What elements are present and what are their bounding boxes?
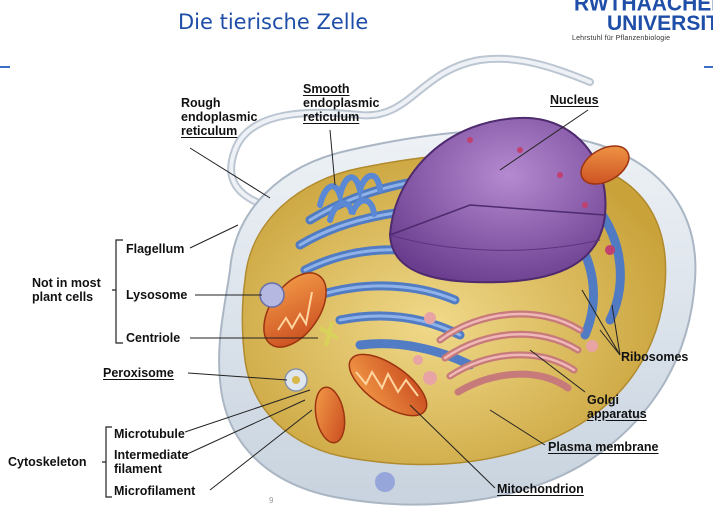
header-divider-right [704,66,713,68]
label-smooth-er: Smooth endoplasmic reticulum [303,82,380,124]
centriole-shape [319,321,339,347]
label-not-in-plant-cells: Not in most plant cells [32,276,101,304]
slide-title: Die tierische Zelle [178,10,369,34]
label-rough-er: Rough endoplasmic reticulum [181,96,258,138]
page-number: 9 [269,496,274,505]
smooth-er-shape [317,172,383,223]
label-centriole: Centriole [126,331,181,345]
label-plasma-membrane: Plasma membrane [548,440,659,454]
university-logo-line1: RWTHAACHEN [574,0,713,16]
label-microfilament: Microfilament [114,484,196,498]
label-golgi-apparatus: Golgi apparatus [587,393,647,421]
university-logo-line2: UNIVERSITY [607,12,713,35]
label-intermediate-filament: Intermediate filament [114,448,189,476]
label-microtubule: Microtubule [114,427,185,441]
label-flagellum: Flagellum [126,242,185,256]
label-ribosomes: Ribosomes [621,350,689,364]
header-divider-left [0,66,10,68]
label-mitochondrion: Mitochondrion [497,482,584,496]
label-cytoskeleton: Cytoskeleton [8,455,87,469]
cytoskeleton-bracket [102,426,112,498]
lysosome-shape [259,282,285,308]
label-lysosome: Lysosome [126,288,188,302]
nucleus-shape [388,116,607,284]
label-peroxisome: Peroxisome [103,366,174,380]
label-nucleus: Nucleus [550,93,599,107]
university-logo-subtitle: Lehrstuhl für Pflanzenbiologie [572,35,671,42]
not-in-plant-bracket [112,239,123,344]
